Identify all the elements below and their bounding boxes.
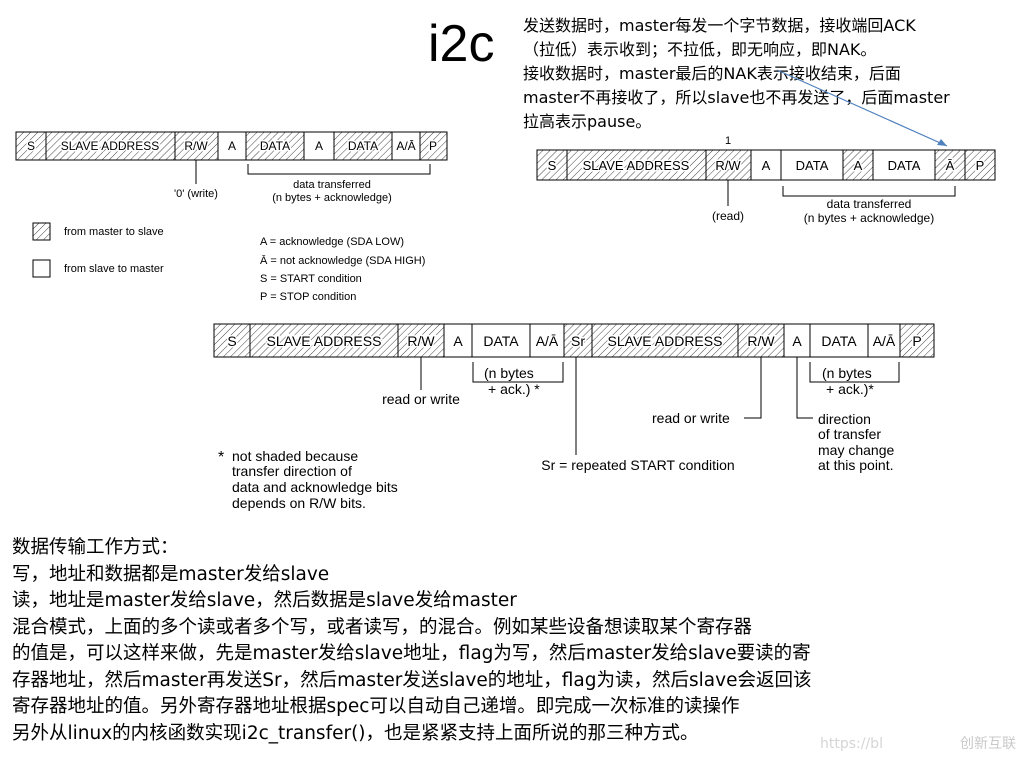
shade-note: data and acknowledge bits xyxy=(232,479,398,495)
frame-field-rw: R/W xyxy=(184,139,208,153)
frame-field-data: DATA xyxy=(483,333,519,349)
transfer-modes-text: 数据传输工作方式： 写，地址和数据都是master发给slave 读，地址是ma… xyxy=(12,535,1022,747)
note-line: 发送数据时，master每发一个字节数据，接收端回ACK xyxy=(523,16,916,35)
nak-pointer-arrowhead xyxy=(937,139,947,146)
rw-note: read or write xyxy=(652,410,730,426)
frame-field-rw: R/W xyxy=(715,158,741,173)
definitions: A = acknowledge (SDA LOW) Ā = not acknow… xyxy=(260,236,425,303)
rw-note: (read) xyxy=(712,209,744,223)
note-line: 接收数据时，master最后的NAK表示接收结束，后面 xyxy=(523,64,901,83)
legend: from master to slave from slave to maste… xyxy=(32,222,164,278)
text-line: 混合模式，上面的多个读或者多个写，或者读写，的混合。例如某些设备想读取某个寄存器 xyxy=(12,616,753,638)
frame-field-start: S xyxy=(548,158,557,173)
definition-line: A = acknowledge (SDA LOW) xyxy=(260,236,404,248)
frame-field-start: S xyxy=(27,139,35,153)
direction-note: at this point. xyxy=(818,457,894,473)
frame-field-rw: R/W xyxy=(747,333,775,349)
frame-field-stop: P xyxy=(912,333,921,349)
direction-note: may change xyxy=(818,442,894,458)
frame-field-data: DATA xyxy=(888,158,921,173)
frame-field-address: SLAVE ADDRESS xyxy=(267,333,382,349)
note-line: master不再接收了，所以slave也不再发送了，后面master xyxy=(523,88,950,107)
frame-field-nak: Ā xyxy=(946,158,955,173)
text-line: 另外从linux的内核函数实现i2c_transfer()，也是紧紧支持上面所说… xyxy=(12,722,699,744)
text-line: 读，地址是master发给slave，然后数据是slave发给master xyxy=(12,590,517,611)
rw-note: '0' (write) xyxy=(174,188,218,200)
write-frame: S SLAVE ADDRESS R/W A DATA A DATA A/Ā P … xyxy=(15,131,448,204)
data-note: (n bytes + acknowledge) xyxy=(272,192,392,204)
sr-note: Sr = repeated START condition xyxy=(541,457,734,473)
legend-swatch-plain xyxy=(32,259,51,278)
shade-note: depends on R/W bits. xyxy=(232,495,366,511)
frame-field-ack: A xyxy=(792,333,802,349)
frame-field-data: DATA xyxy=(260,139,290,153)
shade-note: transfer direction of xyxy=(232,463,352,479)
data-note: data transferred xyxy=(293,179,371,191)
frame-field-ack: A xyxy=(315,139,323,153)
nbytes-note: + ack.) * xyxy=(488,381,540,397)
frame-field-ack: A xyxy=(854,158,863,173)
nbytes-note: + ack.)* xyxy=(826,381,874,397)
frame-field-ack: A xyxy=(453,333,463,349)
frame-field-address: SLAVE ADDRESS xyxy=(583,158,690,173)
definition-line: Ā = not acknowledge (SDA HIGH) xyxy=(260,255,425,267)
frame-field-start: S xyxy=(227,333,236,349)
nbytes-note: (n bytes xyxy=(484,365,534,381)
url-fragment: https://bl xyxy=(820,736,883,752)
frame-field-ack-nak: A/Ā xyxy=(396,139,415,153)
frame-field-data: DATA xyxy=(348,139,378,153)
frame-field-ack: A xyxy=(228,139,236,153)
page-title: i2c xyxy=(428,15,495,73)
frame-field-repeated-start: Sr xyxy=(571,333,585,349)
combined-frame: S SLAVE ADDRESS R/W A DATA A/Ā Sr SLAVE … xyxy=(213,323,935,511)
read-frame: S SLAVE ADDRESS R/W A DATA A DATA Ā P 1 … xyxy=(536,69,996,225)
legend-label: from slave to master xyxy=(64,263,164,275)
rw-note: read or write xyxy=(382,391,460,407)
watermark-logo: 创新互联 xyxy=(960,736,1016,752)
definition-line: P = STOP condition xyxy=(260,291,356,303)
legend-label: from master to slave xyxy=(64,226,164,238)
footnote-star: * xyxy=(218,449,224,466)
frame-field-stop: P xyxy=(429,139,437,153)
frame-field-data: DATA xyxy=(796,158,829,173)
data-note: (n bytes + acknowledge) xyxy=(804,211,934,225)
frame-field-ack: A xyxy=(762,158,771,173)
text-line: 写，地址和数据都是master发给slave xyxy=(12,563,330,585)
frame-field-rw: R/W xyxy=(407,333,435,349)
nak-pointer-line xyxy=(776,69,948,147)
direction-note: of transfer xyxy=(818,426,881,442)
frame-field-ack-nak: A/Ā xyxy=(536,333,559,349)
definition-line: S = START condition xyxy=(260,273,362,285)
frame-field-address: SLAVE ADDRESS xyxy=(608,333,723,349)
ack-nak-note: 发送数据时，master每发一个字节数据，接收端回ACK （拉低）表示收到；不拉… xyxy=(523,14,1023,134)
frame-field-stop: P xyxy=(976,158,985,173)
data-note: data transferred xyxy=(827,197,912,211)
frame-field-address: SLAVE ADDRESS xyxy=(61,139,159,153)
text-line: 存器地址，然后master再发送Sr，然后master发送slave的地址，fl… xyxy=(12,669,812,691)
legend-swatch-hatched xyxy=(32,222,51,241)
note-line: 拉高表示pause。 xyxy=(523,112,652,131)
rw-bit-label: 1 xyxy=(725,135,731,147)
note-line: （拉低）表示收到；不拉低，即无响应，即NAK。 xyxy=(523,40,877,59)
text-line: 寄存器地址的值。另外寄存器地址根据spec可以自动自己递增。即完成一次标准的读操… xyxy=(12,696,740,717)
nbytes-note: (n bytes xyxy=(822,365,872,381)
text-line: 数据传输工作方式： xyxy=(12,537,179,558)
text-line: 的值是，可以这样来做，先是master发给slave地址，flag为写，然后ma… xyxy=(12,643,811,664)
direction-note: direction xyxy=(818,411,871,427)
frame-field-ack-nak: A/Ā xyxy=(873,333,896,349)
frame-field-data: DATA xyxy=(821,333,857,349)
shade-note: not shaded because xyxy=(232,448,358,464)
